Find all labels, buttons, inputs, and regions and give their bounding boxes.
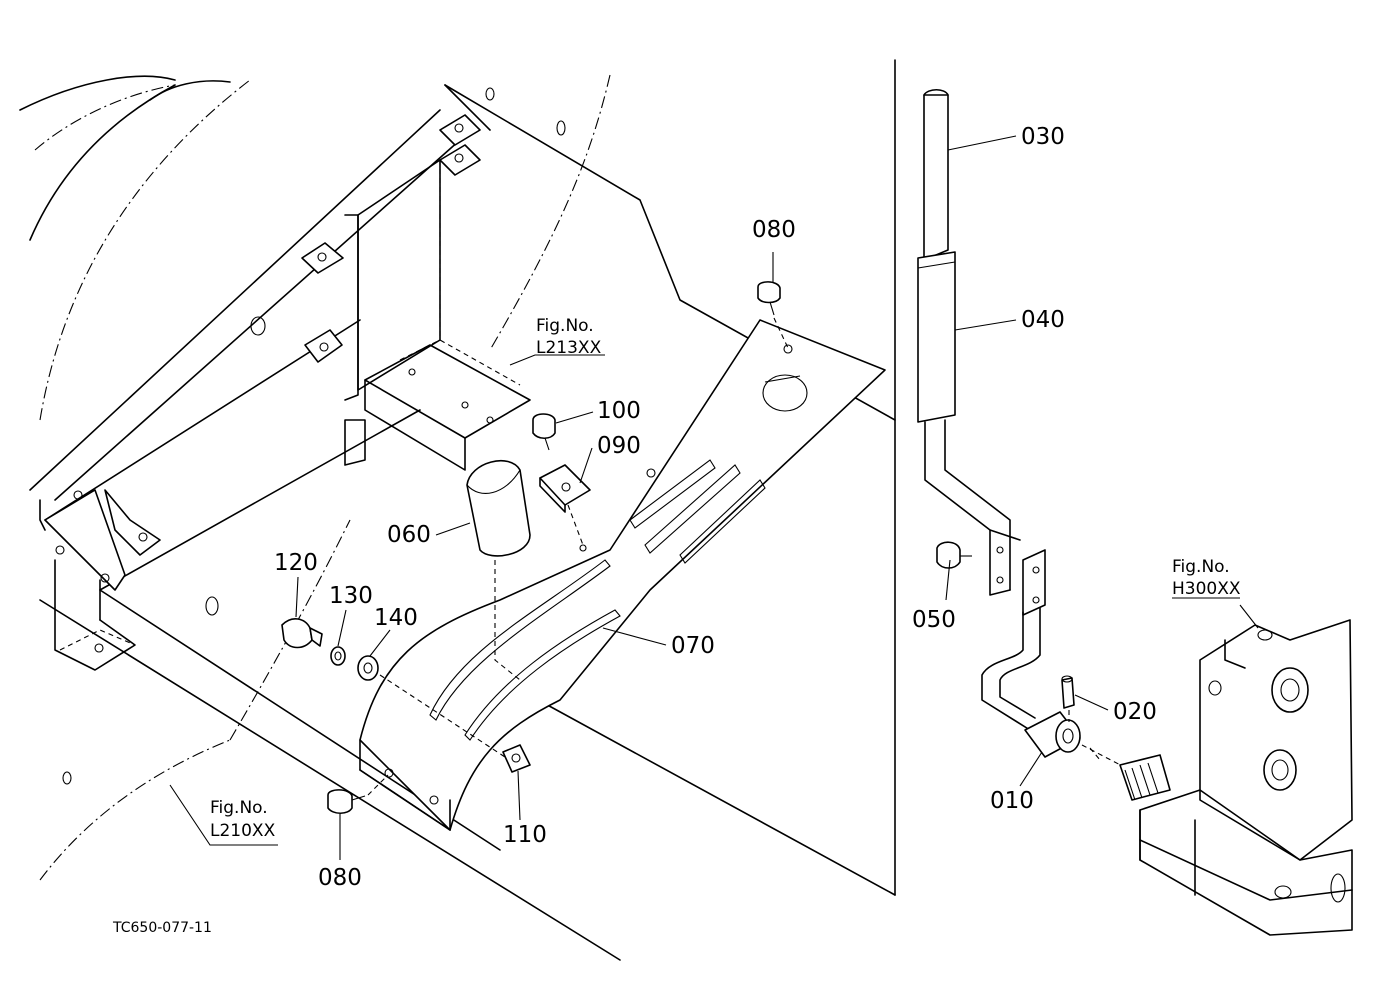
fig-ref-lower: L210XX [210, 821, 276, 841]
collar-010 [1024, 711, 1131, 771]
control-valve [1089, 619, 1353, 936]
bolt-050 [936, 541, 972, 569]
fender-panel [19, 59, 896, 961]
label-100: 100 [597, 398, 641, 424]
label-010: 010 [990, 788, 1034, 814]
knob-060 [466, 460, 531, 681]
label-020: 020 [1113, 699, 1157, 725]
label-060: 060 [387, 522, 431, 548]
nut-110 [502, 744, 531, 773]
lower-left-bracket [44, 489, 161, 671]
bolt-080-bottom [327, 774, 389, 815]
lever-arm [924, 419, 1046, 616]
pin-020 [1061, 675, 1075, 722]
fig-ref-prefix-right: Fig.No. [1172, 557, 1230, 577]
knob-bolt-120 [281, 618, 323, 649]
label-140: 140 [374, 605, 418, 631]
label-080-top: 080 [752, 217, 796, 243]
part-labels: 030 040 080 100 090 060 070 120 130 140 … [274, 124, 1157, 891]
label-050: 050 [912, 607, 956, 633]
label-080-bottom: 080 [318, 865, 362, 891]
lever-grip-040 [917, 251, 956, 423]
label-030: 030 [1021, 124, 1065, 150]
label-110: 110 [503, 822, 547, 848]
label-040: 040 [1021, 307, 1065, 333]
fig-ref-prefix-lower: Fig.No. [210, 798, 268, 818]
diagram-code: TC650-077-11 [112, 920, 212, 936]
fig-ref-upper: L213XX [536, 338, 602, 358]
figure-references: Fig.No. L213XX Fig.No. L210XX Fig.No. H3… [210, 316, 1241, 841]
control-lever-030 [923, 88, 949, 261]
washer-130 [330, 646, 346, 666]
lever-guide-plate-070 [359, 319, 886, 831]
label-120: 120 [274, 550, 318, 576]
label-090: 090 [597, 433, 641, 459]
washer-140 [357, 655, 506, 758]
bolt-100 [532, 413, 556, 451]
clip-090 [539, 464, 591, 546]
leader-lines [169, 135, 1259, 860]
fig-ref-prefix-upper: Fig.No. [536, 316, 594, 336]
fig-ref-right: H300XX [1172, 579, 1241, 599]
label-070: 070 [671, 633, 715, 659]
rod-link [981, 607, 1041, 731]
label-130: 130 [329, 583, 373, 609]
bolt-080-top [757, 281, 789, 349]
upper-brackets [301, 114, 531, 471]
